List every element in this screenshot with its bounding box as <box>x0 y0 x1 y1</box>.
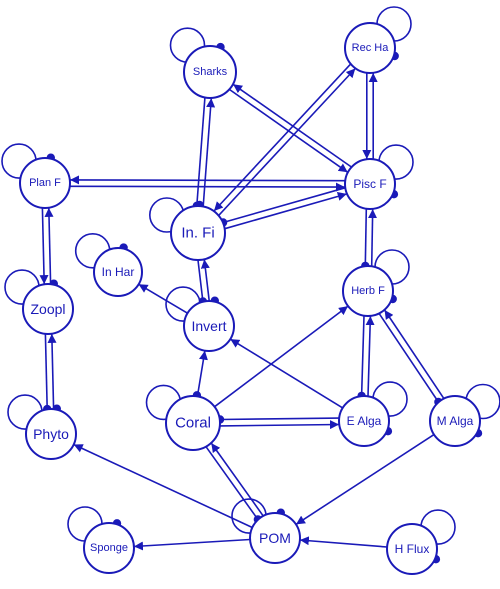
self-loops-layer <box>1 6 500 564</box>
node-label: In Har <box>102 265 135 279</box>
node-circle <box>249 512 301 564</box>
edge-hflux-to-pom <box>299 536 388 548</box>
node-circle <box>429 395 481 447</box>
node-circle <box>170 205 226 261</box>
node-inhar: In Har <box>93 247 143 297</box>
edge-invert-to-inhar <box>138 283 188 314</box>
node-circle <box>183 45 237 99</box>
node-invert: Invert <box>183 300 235 352</box>
edge-piscf-to-infi <box>222 187 346 224</box>
node-label: Herb F <box>351 285 385 297</box>
node-zoopl: Zoopl <box>22 283 74 335</box>
edge-ealga-to-invert <box>229 338 344 409</box>
node-circle <box>83 522 135 574</box>
node-label: H Flux <box>395 542 430 556</box>
nodes-layer: Sharks Rec Ha Plan F Pisc F In. Fi In HarHerb… <box>19 22 481 575</box>
edge-coral-to-ealga <box>219 420 340 430</box>
edges-layer <box>39 63 445 551</box>
node-label: Pisc F <box>353 177 386 191</box>
node-circle <box>342 265 394 317</box>
node-label: M Alga <box>437 414 474 428</box>
edge-zoopl-to-planf <box>44 207 54 284</box>
edge-herbf-to-ealga <box>360 315 365 396</box>
node-circle <box>25 408 77 460</box>
node-sponge: Sponge <box>83 522 135 574</box>
edge-coral-to-herbf <box>214 305 349 408</box>
edge-coral-to-pom <box>205 446 259 520</box>
node-hflux: H Flux <box>386 523 438 575</box>
edge-malga-to-herbf <box>383 309 445 399</box>
edge-ealga-to-herbf <box>365 316 375 397</box>
node-label: E Alga <box>347 414 382 428</box>
node-label: Coral <box>175 415 211 432</box>
edge-malga-to-pom <box>295 433 435 526</box>
edge-phyto-to-zoopl <box>47 333 57 409</box>
node-coral: Coral <box>165 395 221 451</box>
node-herbf: Herb F <box>342 265 394 317</box>
node-circle <box>22 283 74 335</box>
node-circle <box>344 158 396 210</box>
node-phyto: Phyto <box>25 408 77 460</box>
edge-zoopl-to-phyto <box>44 334 48 410</box>
edge-sharks-to-infi <box>196 97 206 206</box>
edge-piscf-to-planf <box>69 175 346 185</box>
edge-ealga-to-coral <box>219 417 340 421</box>
edge-pom-to-phyto <box>73 443 253 529</box>
node-circle <box>165 395 221 451</box>
edge-coral-to-invert <box>196 350 208 397</box>
node-label: Plan F <box>29 177 61 189</box>
node-circle <box>344 22 396 74</box>
node-circle <box>19 157 71 209</box>
edge-herbf-to-malga <box>378 313 440 403</box>
edge-infi-to-sharks <box>202 98 216 207</box>
node-label: Zoopl <box>30 301 65 317</box>
node-planf: Plan F <box>19 157 71 209</box>
node-pom: POM <box>249 512 301 564</box>
node-piscf: Pisc F <box>344 158 396 210</box>
edge-piscf-to-sharks <box>232 83 352 168</box>
edge-herbf-to-piscf <box>368 209 378 267</box>
node-label: Sponge <box>90 542 128 554</box>
node-label: POM <box>259 530 291 546</box>
edge-invert-to-infi <box>200 259 210 301</box>
node-circle <box>386 523 438 575</box>
edge-infi-to-recha <box>218 67 356 216</box>
edge-infi-to-invert <box>197 260 204 302</box>
node-recha: Rec Ha <box>344 22 396 74</box>
edge-recha-to-infi <box>213 63 352 212</box>
node-sharks: Sharks <box>183 45 237 99</box>
node-circle <box>183 300 235 352</box>
node-infi: In. Fi <box>170 205 226 261</box>
node-circle <box>93 247 143 297</box>
node-ealga: E Alga <box>338 395 390 447</box>
node-label: Invert <box>191 318 226 334</box>
node-label: Rec Ha <box>352 42 390 54</box>
edge-infi-to-piscf <box>224 192 348 230</box>
edge-pom-to-coral <box>210 442 264 517</box>
node-label: Phyto <box>33 426 69 442</box>
node-circle <box>338 395 390 447</box>
edge-planf-to-zoopl <box>39 208 49 285</box>
edge-piscf-to-herbf <box>364 208 368 266</box>
node-label: In. Fi <box>181 225 214 242</box>
node-malga: M Alga <box>429 395 481 447</box>
edge-pom-to-sponge <box>133 538 251 551</box>
edge-planf-to-piscf <box>69 182 346 192</box>
node-label: Sharks <box>193 66 228 78</box>
